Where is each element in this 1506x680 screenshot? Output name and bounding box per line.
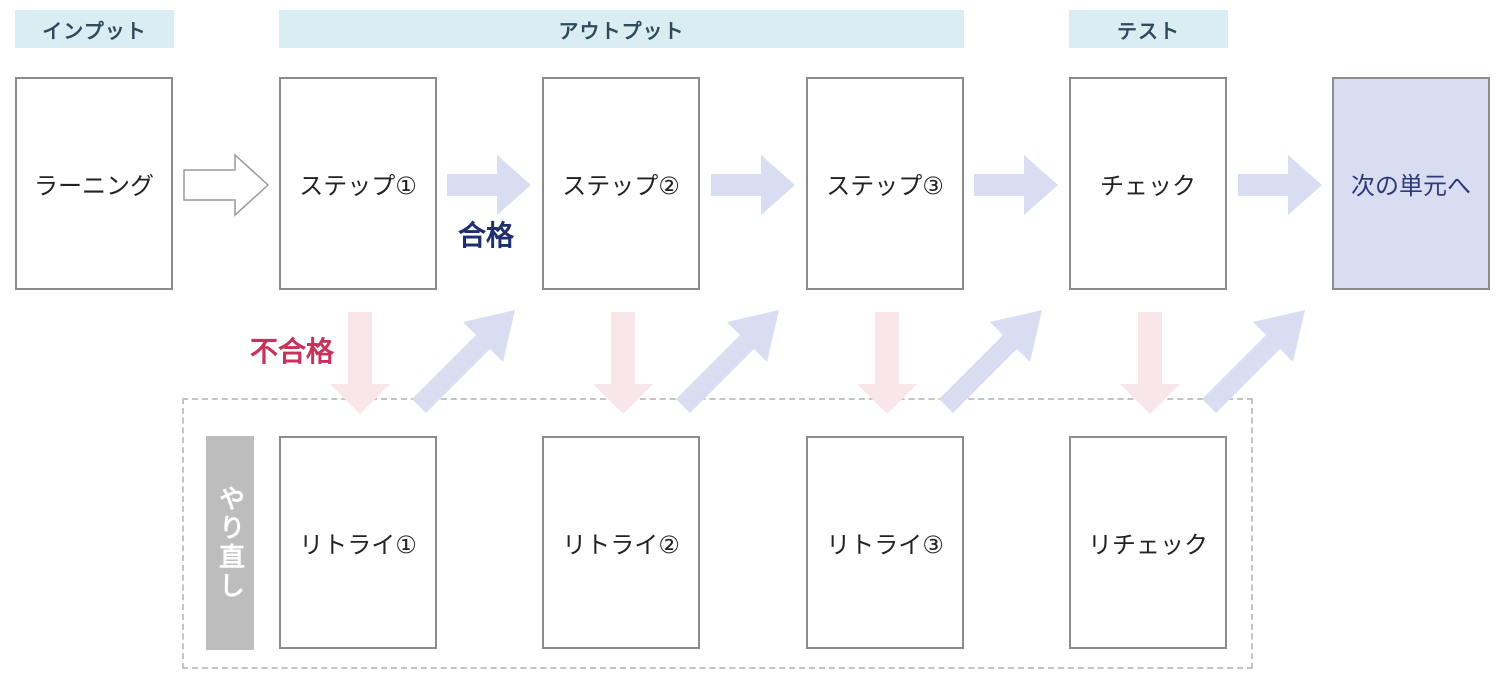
arrow-check-to-recheck — [1120, 312, 1180, 414]
arrow-step2-to-retry2 — [593, 312, 653, 414]
header-input: インプット — [15, 10, 174, 48]
arrow-recheck-to-next — [1200, 310, 1305, 413]
box-recheck: リチェック — [1069, 436, 1227, 649]
arrow-retry2-to-step3 — [674, 310, 779, 413]
box-retry3: リトライ③ — [806, 436, 964, 649]
redo-region — [182, 398, 1253, 669]
box-step1: ステップ① — [279, 77, 437, 290]
box-check: チェック — [1069, 77, 1227, 290]
box-next-unit: 次の単元へ — [1332, 77, 1490, 290]
box-retry2: リトライ② — [542, 436, 700, 649]
box-retry1: リトライ① — [279, 436, 437, 649]
pass-label: 合格 — [458, 219, 515, 252]
arrow-retry3-to-check — [937, 310, 1042, 413]
box-step3: ステップ③ — [806, 77, 964, 290]
box-learning: ラーニング — [15, 77, 173, 290]
header-output: アウトプット — [279, 10, 964, 48]
arrow-retry1-to-step2 — [410, 310, 515, 413]
arrow-step2-to-step3 — [711, 155, 795, 215]
fail-label: 不合格 — [250, 335, 335, 368]
arrow-step1-to-retry1 — [330, 312, 390, 414]
arrow-check-to-next — [1238, 155, 1322, 215]
redo-label: やり直し — [206, 436, 254, 650]
box-step2: ステップ② — [542, 77, 700, 290]
arrow-step3-to-check — [974, 155, 1058, 215]
header-test: テスト — [1069, 10, 1228, 48]
arrow-step1-to-step2 — [447, 155, 531, 215]
arrow-learning-to-step1 — [183, 153, 270, 217]
arrow-step3-to-retry3 — [857, 312, 917, 414]
